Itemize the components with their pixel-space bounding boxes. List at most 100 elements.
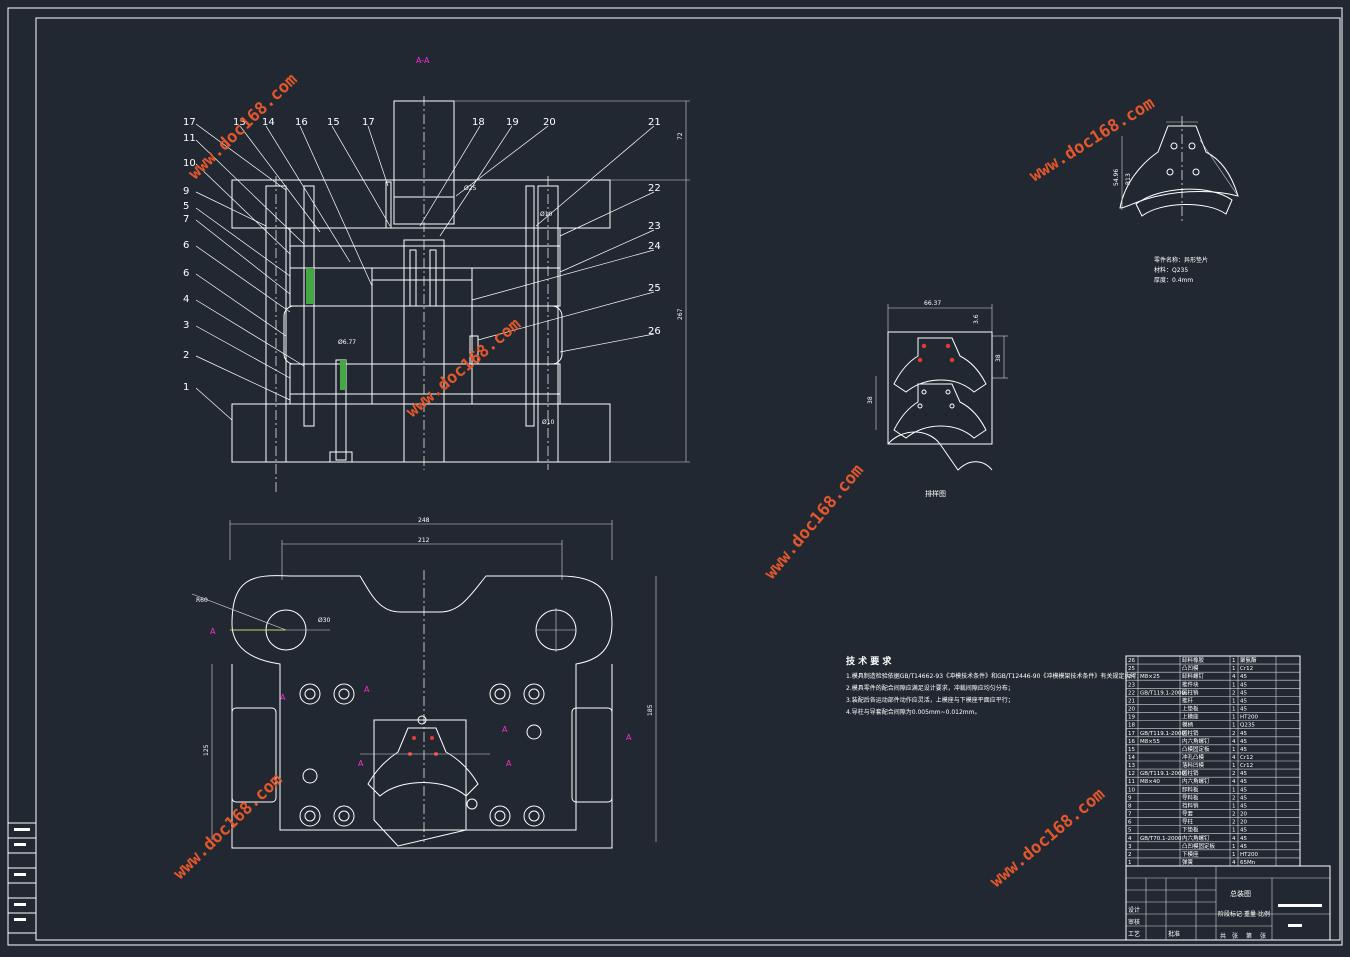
svg-text:17: 17 — [362, 117, 375, 128]
svg-text:2: 2 — [183, 350, 189, 361]
bom-cell-name: 凸凹模 — [1182, 664, 1199, 672]
svg-text:1.模具制造检验依据GB/T14662-93《冲模技术条件》: 1.模具制造检验依据GB/T14662-93《冲模技术条件》和GB/T12446… — [846, 672, 1142, 680]
bom-cell-qty: 4 — [1232, 836, 1236, 842]
bom-cell-mat: Cr12 — [1240, 763, 1253, 769]
svg-text:17: 17 — [183, 117, 196, 128]
bom-cell-mat: 65Mn — [1240, 860, 1256, 866]
title-block: 总装图 设计 审核 工艺 批准 阶段标记 重量 比例 共 张 第 张 — [1125, 865, 1331, 941]
strip-layout: 66.37 3.6 38 38 排样图 — [867, 300, 1008, 498]
bom-cell-qty: 1 — [1232, 763, 1236, 769]
bom-cell-name: 卸料橡胶 — [1182, 656, 1205, 664]
bom-cell-no: 22 — [1128, 690, 1135, 696]
bom-cell-name: 导料板 — [1182, 793, 1199, 801]
bom-cell-qty: 2 — [1232, 812, 1236, 818]
bom-cell-qty: 1 — [1232, 852, 1236, 858]
svg-text:www.doc168.com: www.doc168.com — [986, 784, 1109, 891]
bom-cell-no: 18 — [1128, 723, 1135, 729]
bom-cell-no: 14 — [1128, 755, 1135, 761]
screw-left — [303, 185, 315, 427]
svg-text:11: 11 — [183, 133, 196, 144]
bom-cell-qty: 2 — [1232, 820, 1236, 826]
bom-cell-mat: 45 — [1240, 828, 1247, 834]
svg-text:14: 14 — [262, 117, 275, 128]
svg-text:材料：Q235: 材料：Q235 — [1154, 266, 1188, 274]
bom-cell-spec: GB/T119.1-2000 — [1140, 731, 1185, 737]
bom-cell-no: 7 — [1128, 812, 1132, 818]
bom-cell-qty: 2 — [1232, 731, 1236, 737]
bom-cell-mat: 45 — [1240, 682, 1247, 688]
bom-cell-name: 导套 — [1182, 810, 1194, 818]
bom-cell-qty: 1 — [1232, 723, 1236, 729]
svg-text:A: A — [502, 725, 508, 734]
svg-text:Ø10: Ø10 — [540, 211, 553, 218]
svg-text:3.6: 3.6 — [973, 314, 980, 324]
bom-cell-name: 卸料板 — [1182, 785, 1199, 793]
bom-cell-qty: 1 — [1232, 715, 1236, 721]
bom-cell-no: 16 — [1128, 739, 1135, 745]
svg-text:A: A — [506, 759, 512, 768]
svg-text:A: A — [358, 759, 364, 768]
bom-cell-qty: 4 — [1232, 860, 1236, 866]
drawing-frame — [7, 7, 1343, 946]
bom-cell-name: 落料凹模 — [1182, 761, 1205, 769]
svg-text:7: 7 — [183, 214, 189, 225]
bom-cell-qty: 4 — [1232, 779, 1236, 785]
part-height-dim: 54.96 — [1113, 169, 1120, 186]
svg-text:www.doc168.com: www.doc168.com — [761, 461, 868, 584]
bom-cell-name: 圆柱销 — [1182, 688, 1199, 696]
bom-cell-no: 4 — [1128, 836, 1132, 842]
bom-cell-mat: 45 — [1240, 690, 1247, 696]
bom-cell-name: 内六角螺钉 — [1182, 777, 1210, 785]
bom-cell-no: 2 — [1128, 852, 1132, 858]
bom-cell-mat: 20 — [1240, 812, 1247, 818]
technical-requirements: 技 术 要 求 1.模具制造检验依据GB/T14662-93《冲模技术条件》和G… — [846, 655, 1142, 716]
bom-cell-no: 8 — [1128, 803, 1132, 809]
bom-cell-mat: 45 — [1240, 674, 1247, 680]
bom-cell-no: 1 — [1128, 860, 1132, 866]
bom-cell-no: 9 — [1128, 795, 1132, 801]
svg-text:38: 38 — [995, 354, 1002, 362]
svg-text:阶段标记: 阶段标记 — [1218, 910, 1242, 918]
bom-cell-mat: 45 — [1240, 739, 1247, 745]
svg-text:工艺: 工艺 — [1128, 930, 1140, 938]
svg-text:www.doc168.com: www.doc168.com — [185, 70, 302, 184]
convex-concave-die — [371, 279, 473, 405]
svg-text:A: A — [364, 685, 370, 694]
scrap-width-dim: 66.37 — [924, 300, 941, 307]
bom-cell-no: 17 — [1128, 731, 1135, 737]
bom-cell-mat: HT200 — [1240, 852, 1258, 858]
bom-cell-qty: 1 — [1232, 698, 1236, 704]
svg-text:16: 16 — [295, 117, 308, 128]
bom-cell-mat: 45 — [1240, 803, 1247, 809]
bom-cell-name: 内六角螺钉 — [1182, 737, 1210, 745]
svg-text:R60: R60 — [196, 597, 208, 604]
bom-cell-no: 12 — [1128, 771, 1135, 777]
svg-text:248: 248 — [418, 517, 430, 524]
svg-text:2.模具零件的配合间隙应满足设计要求，冲裁间隙应均匀分布；: 2.模具零件的配合间隙应满足设计要求，冲裁间隙应均匀分布； — [846, 684, 1014, 692]
svg-text:19: 19 — [506, 117, 519, 128]
bom-cell-no: 21 — [1128, 698, 1135, 704]
bom-cell-no: 15 — [1128, 747, 1135, 753]
bom-cell-mat: 45 — [1240, 844, 1247, 850]
bom-cell-qty: 1 — [1232, 707, 1236, 713]
svg-text:第: 第 — [1246, 932, 1252, 940]
section-view-a-a: A-A — [183, 56, 690, 492]
bom-cell-qty: 1 — [1232, 658, 1236, 664]
bom-cell-mat: 45 — [1240, 795, 1247, 801]
svg-text:3: 3 — [183, 320, 189, 331]
bom-cell-qty: 4 — [1232, 755, 1236, 761]
bom-cell-mat: 45 — [1240, 747, 1247, 753]
bom-cell-no: 25 — [1128, 666, 1135, 672]
bom-cell-mat: HT200 — [1240, 715, 1258, 721]
bom-cell-mat: 20 — [1240, 820, 1247, 826]
stripper-rubber — [283, 305, 563, 365]
bom-cell-no: 26 — [1128, 658, 1135, 664]
svg-text:185: 185 — [647, 704, 654, 716]
svg-text:厚度：0.4mm: 厚度：0.4mm — [1154, 276, 1193, 284]
svg-text:www.doc168.com: www.doc168.com — [1026, 93, 1158, 186]
section-label: A-A — [416, 56, 430, 65]
svg-text:技 术 要 求: 技 术 要 求 — [846, 655, 892, 667]
svg-text:21: 21 — [648, 117, 661, 128]
